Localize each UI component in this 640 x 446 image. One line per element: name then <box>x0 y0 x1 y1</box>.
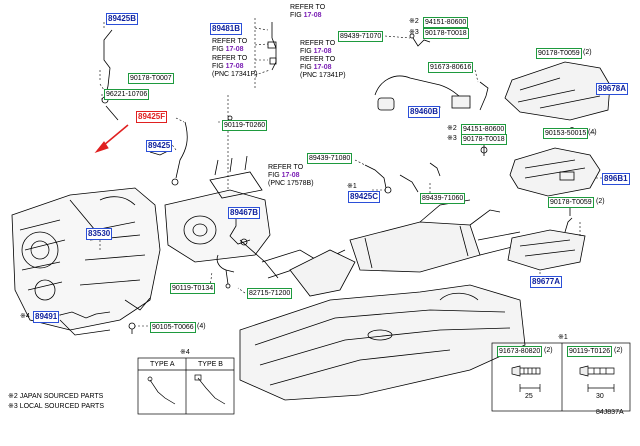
part-90105-t0066[interactable]: 90105-T0066 <box>150 322 196 333</box>
qty-90178-t0059-bottom: (2) <box>596 198 605 205</box>
part-89677a[interactable]: 89677A <box>530 276 563 288</box>
part-89425-highlighted[interactable]: 89425F <box>136 111 168 123</box>
engine-block <box>11 187 161 336</box>
highlight-arrow <box>94 124 129 154</box>
part-90178-t0018-top[interactable]: 90178-T0018 <box>423 28 469 39</box>
mark-2-top: ※2 <box>409 18 419 25</box>
part-89678a[interactable]: 89678A <box>596 83 629 95</box>
bolt-box-mark: ※1 <box>558 334 568 341</box>
refer-note-6[interactable]: REFER TO FIG 17-08 (PNC 17578B) <box>268 164 314 187</box>
type-a-label: TYPE A <box>150 361 175 368</box>
qty-90119-t0126: (2) <box>614 347 623 354</box>
bolt-90105 <box>128 322 136 334</box>
bracket-89677a <box>507 217 586 271</box>
part-90119-t0126[interactable]: 90119-T0126 <box>567 346 613 357</box>
mark-2-mid: ※2 <box>447 125 457 132</box>
exhaust-system <box>261 199 521 297</box>
part-89439-71070[interactable]: 89439-71070 <box>338 31 384 42</box>
part-90119-t0260[interactable]: 90119-T0260 <box>222 120 268 131</box>
part-83530[interactable]: 83530 <box>86 228 113 240</box>
part-90178-t0018-mid[interactable]: 90178-T0018 <box>461 134 507 145</box>
refer-note-1[interactable]: REFER TO FIG 17-08 <box>290 4 326 19</box>
part-89425c[interactable]: 89425C <box>348 191 381 203</box>
mark-4-sensor: ※4 <box>20 313 30 320</box>
sensor-89467b <box>216 212 251 289</box>
diagram-id: 84J837A <box>596 409 624 416</box>
part-89439-71060[interactable]: 89439-71060 <box>420 193 466 204</box>
type-box-mark: ※4 <box>180 349 190 356</box>
sensor-89425b <box>101 29 188 186</box>
part-89425[interactable]: 89425 <box>146 140 173 152</box>
turbo-manifold <box>164 155 279 279</box>
bolt-dim-b: 30 <box>596 393 604 400</box>
part-896b1[interactable]: 896B1 <box>602 173 630 185</box>
bolt-box-frame <box>491 342 631 412</box>
mark-3-mid: ※3 <box>447 135 457 142</box>
ecu-896b1 <box>509 147 601 197</box>
qty-91673-80820: (2) <box>544 347 553 354</box>
fuel-tank <box>239 284 526 401</box>
refer-note-2[interactable]: REFER TO FIG 17-08 <box>212 38 248 53</box>
type-box-frame <box>137 357 235 415</box>
part-90153-50015[interactable]: 90153-50015 <box>543 128 589 139</box>
qty-90178-t0059-top: (2) <box>583 49 592 56</box>
part-90119-t0134[interactable]: 90119-T0134 <box>170 283 216 294</box>
refer-connectors <box>267 22 277 71</box>
refer-note-5[interactable]: REFER TO FIG 17-08 (PNC 17341P) <box>300 56 346 79</box>
part-90178-t0007[interactable]: 90178-T0007 <box>128 73 174 84</box>
ecu-cover-upper <box>504 61 611 121</box>
type-b-label: TYPE B <box>198 361 223 368</box>
bolt-dim-a: 25 <box>525 393 533 400</box>
qty-90105: (4) <box>197 323 206 330</box>
mark-3-top: ※3 <box>409 29 419 36</box>
sensor-89491 <box>59 311 111 319</box>
part-96221-10706[interactable]: 96221-10706 <box>104 89 150 100</box>
part-89460b[interactable]: 89460B <box>408 106 441 118</box>
part-89439-71080[interactable]: 89439-71080 <box>307 153 353 164</box>
refer-note-3[interactable]: REFER TO FIG 17-08 <box>300 40 336 55</box>
part-94151-80600-top[interactable]: 94151-80600 <box>423 17 469 28</box>
part-90178-t0059-bottom[interactable]: 90178-T0059 <box>548 197 594 208</box>
part-91673-80820[interactable]: 91673-80820 <box>497 346 543 357</box>
upper-sensor-harness <box>374 33 489 156</box>
legend-local-sourced: ※3 LOCAL SOURCED PARTS <box>8 403 104 410</box>
part-82715-71200[interactable]: 82715-71200 <box>247 288 293 299</box>
part-89425b[interactable]: 89425B <box>106 13 139 25</box>
part-90178-t0059-top[interactable]: 90178-T0059 <box>536 48 582 59</box>
refer-note-4[interactable]: REFER TO FIG 17-08 (PNC 17341P) <box>212 55 258 78</box>
part-91673-80616[interactable]: 91673-80616 <box>428 62 474 73</box>
part-89491[interactable]: 89491 <box>33 311 60 323</box>
part-89467b[interactable]: 89467B <box>228 207 261 219</box>
sensor-89425c <box>364 162 441 194</box>
legend-japan-sourced: ※2 JAPAN SOURCED PARTS <box>8 393 104 400</box>
part-89481b[interactable]: 89481B <box>210 23 243 35</box>
qty-90153: (4) <box>588 129 597 136</box>
mark-1-mid: ※1 <box>347 183 357 190</box>
